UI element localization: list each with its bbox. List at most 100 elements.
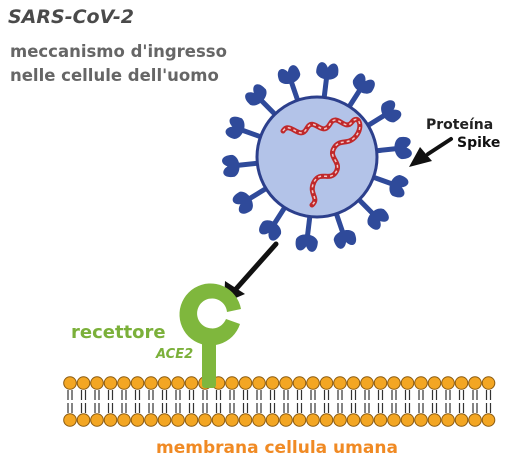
- diagram-title: SARS-CoV-2: [8, 6, 135, 28]
- lipid-tail: [175, 390, 181, 413]
- lipid-head: [319, 376, 334, 390]
- lipid-tail: [188, 390, 195, 413]
- lipid-tail: [107, 390, 114, 413]
- lipid-head: [144, 413, 158, 427]
- lipid-tail: [242, 390, 249, 413]
- lipid-tail: [80, 390, 87, 413]
- lipid-tail: [377, 390, 384, 413]
- lipid-head: [346, 376, 361, 390]
- spike-protein: [277, 65, 301, 103]
- lipid-head: [225, 376, 239, 390]
- lipid-head: [157, 413, 172, 427]
- lipid-head: [171, 376, 185, 390]
- lipid-head: [441, 376, 455, 390]
- spike-protein-label-2: Spike: [457, 135, 501, 151]
- lipid-head: [184, 376, 199, 390]
- lipid-head: [103, 376, 118, 390]
- lipid-tail: [215, 390, 222, 413]
- spike-protein: [316, 62, 339, 100]
- lipid-tail: [296, 390, 303, 413]
- lipid-head: [346, 413, 361, 427]
- lipid-head: [387, 376, 401, 390]
- lipid-head: [171, 413, 185, 427]
- lipid-head: [130, 413, 145, 427]
- lipid-head: [157, 376, 172, 390]
- lipid-head: [414, 376, 428, 390]
- lipid-tail: [418, 390, 424, 413]
- lipid-head: [76, 376, 91, 390]
- spike-protein: [225, 116, 264, 140]
- lipid-tail: [148, 390, 154, 413]
- binding-arrow: [233, 241, 279, 292]
- lipid-head: [481, 413, 496, 427]
- spike-protein: [245, 84, 279, 118]
- spike-protein: [232, 185, 269, 214]
- spike-protein-label: Proteína: [426, 117, 494, 133]
- lipid-head: [427, 413, 442, 427]
- spike-protein: [370, 174, 409, 198]
- spike-protein: [259, 204, 288, 241]
- lipid-head: [400, 376, 415, 390]
- lipid-tail: [229, 390, 235, 413]
- lipid-tail: [485, 390, 492, 413]
- lipid-tail: [364, 390, 370, 413]
- lipid-tail: [458, 390, 465, 413]
- lipid-head: [373, 413, 388, 427]
- receptor-label: recettore: [71, 322, 166, 343]
- lipid-tail: [269, 390, 276, 413]
- lipid-tail: [310, 390, 316, 413]
- lipid-head: [63, 413, 77, 427]
- lipid-tail: [404, 390, 411, 413]
- lipid-head: [387, 413, 401, 427]
- subtitle-line-1: meccanismo d'ingresso: [10, 42, 227, 61]
- lipid-head: [454, 413, 469, 427]
- lipid-head: [279, 376, 293, 390]
- lipid-tail: [94, 390, 100, 413]
- spike-arrow: [426, 137, 453, 156]
- spike-protein: [222, 154, 260, 178]
- lipid-head: [306, 376, 320, 390]
- lipid-head: [90, 413, 104, 427]
- spike-protein: [346, 73, 375, 110]
- lipid-tail: [445, 390, 451, 413]
- lipid-tail: [67, 390, 73, 413]
- lipid-head: [306, 413, 320, 427]
- lipid-tail: [121, 390, 127, 413]
- receptor-name-label: ACE2: [156, 347, 194, 362]
- lipid-head: [238, 413, 253, 427]
- spike-proteins: [222, 62, 412, 252]
- lipid-tail: [472, 390, 478, 413]
- lipid-head: [279, 413, 293, 427]
- lipid-tail: [256, 390, 262, 413]
- lipid-head: [238, 376, 253, 390]
- viral-rna-core: [282, 118, 361, 206]
- subtitle-line-2: nelle cellule dell'uomo: [10, 66, 219, 85]
- spike-protein: [365, 100, 402, 129]
- lipid-tail: [283, 390, 289, 413]
- lipid-head: [184, 413, 199, 427]
- lipid-tail: [202, 390, 208, 413]
- lipid-tail: [337, 390, 343, 413]
- lipid-head: [319, 413, 334, 427]
- lipid-head: [360, 376, 374, 390]
- lipid-head: [468, 413, 482, 427]
- lipid-head: [292, 376, 307, 390]
- membrane-label: membrana cellula umana: [156, 438, 398, 458]
- lipid-head: [63, 376, 77, 390]
- ace2-receptor-icon: [179, 283, 241, 388]
- lipid-head: [265, 413, 280, 427]
- lipid-head: [90, 376, 104, 390]
- lipid-tail: [323, 390, 330, 413]
- lipid-head: [468, 376, 482, 390]
- lipid-head: [252, 413, 266, 427]
- lipid-head: [76, 413, 91, 427]
- lipid-head: [225, 413, 239, 427]
- lipid-tail: [350, 390, 357, 413]
- lipid-head: [265, 376, 280, 390]
- lipid-head: [481, 376, 496, 390]
- lipid-head: [454, 376, 469, 390]
- lipid-tail: [391, 390, 397, 413]
- lipid-tail: [134, 390, 141, 413]
